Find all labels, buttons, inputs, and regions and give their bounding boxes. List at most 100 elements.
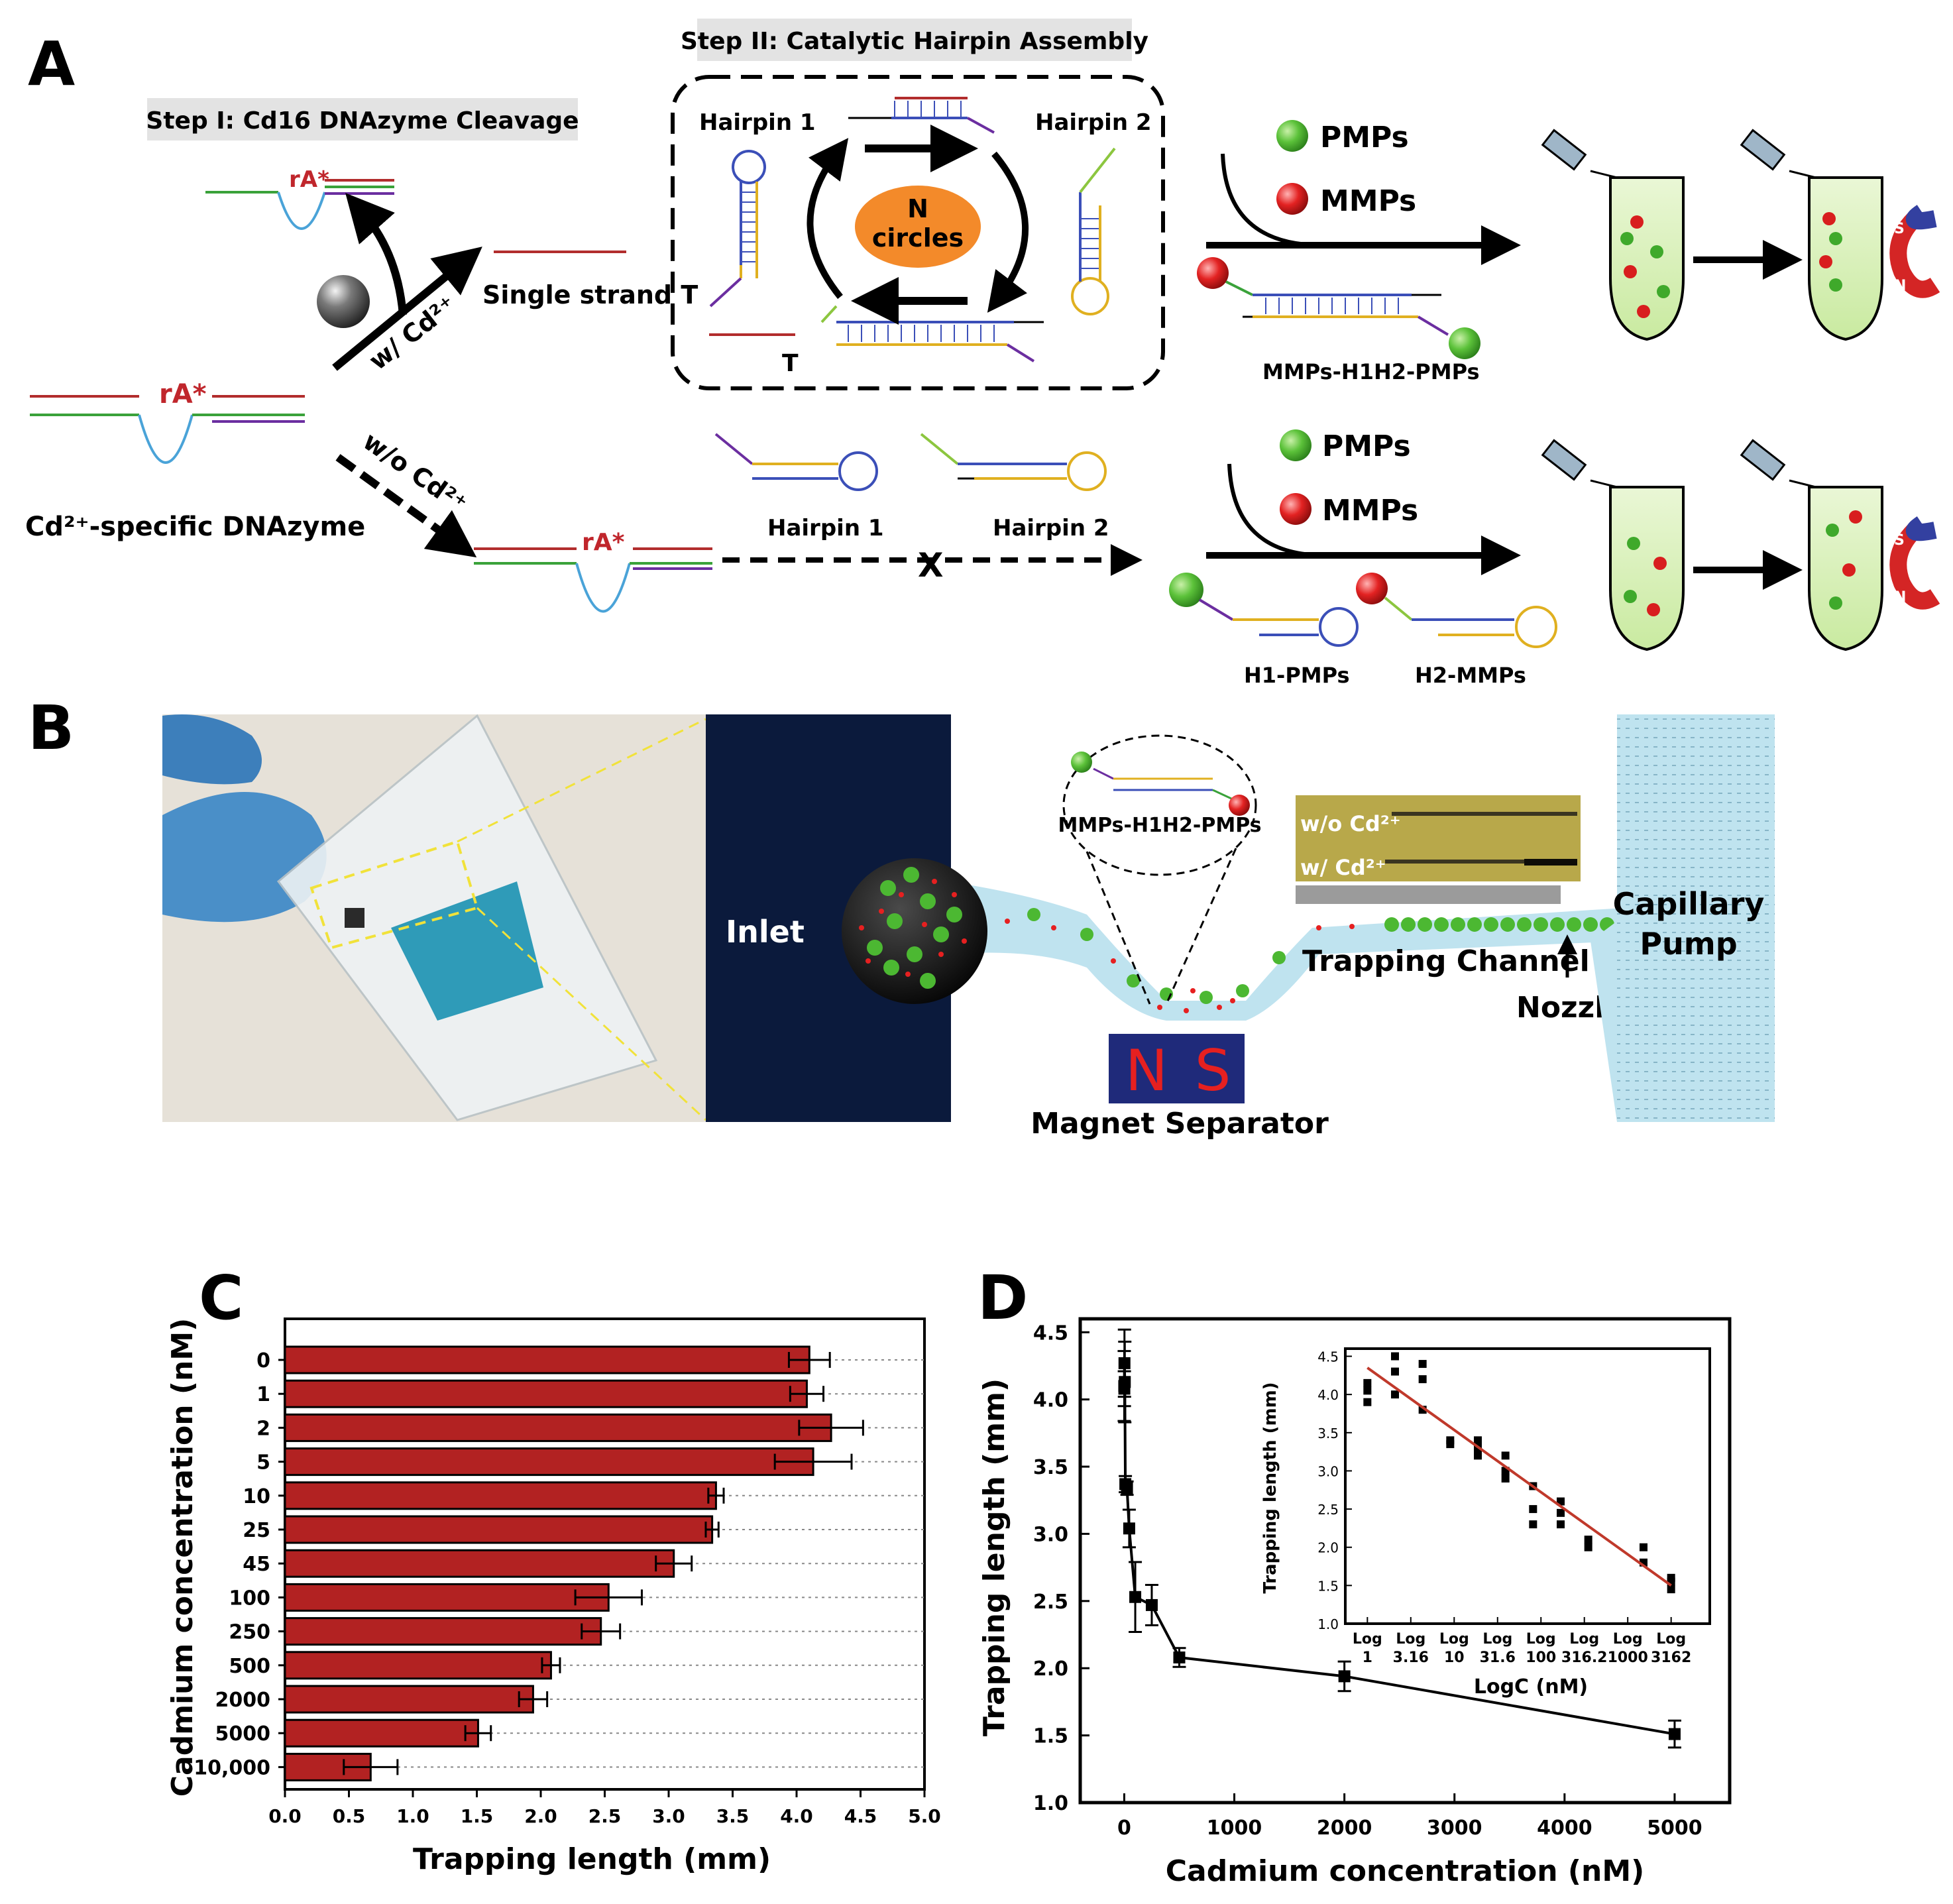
mmps-label-lower: MMPs	[1322, 494, 1418, 528]
chart-c-xtick-label: 5.0	[908, 1805, 941, 1827]
chart-d-ytick-label: 2.0	[1033, 1657, 1068, 1681]
complex-label-upper: MMPs-H1H2-PMPs	[1262, 359, 1480, 384]
chart-d-inset-ytick-label: 2.5	[1317, 1502, 1339, 1518]
capillary-line2: Pump	[1640, 926, 1737, 962]
chart-d-inset-xtick-bottom: 10	[1444, 1650, 1465, 1666]
chart-d-inset-fit-line	[1367, 1367, 1672, 1587]
chart-d-point	[1121, 1482, 1133, 1494]
inlet-sphere-particles	[859, 867, 967, 989]
chart-d-inset-xlabel: LogC (nM)	[1474, 1675, 1588, 1699]
chart-d-inset-ytick-label: 1.0	[1317, 1616, 1339, 1632]
channel-image-without-cd: w/o Cd²⁺	[1300, 811, 1401, 836]
chart-d-inset-ytick-label: 3.5	[1317, 1426, 1339, 1441]
channel-image-inset	[1296, 795, 1581, 881]
channel-image-trapped-segment	[1524, 859, 1577, 866]
cleave-curved-arrow	[345, 193, 407, 315]
chart-c-bar	[284, 1617, 602, 1646]
panel-d-letter: D	[977, 1262, 1028, 1333]
tube-upper-before	[1541, 129, 1685, 341]
chart-d-inset-xtick-top: Log	[1656, 1631, 1686, 1648]
chart-c-bar	[284, 1685, 534, 1714]
chart-d-point	[1668, 1728, 1681, 1740]
single-strand-label: Single strand T	[482, 280, 698, 309]
mmp-bead-upper	[1276, 183, 1308, 215]
step1-title: Step I: Cd16 DNAzyme Cleavage	[146, 107, 579, 135]
chart-c-bar	[284, 1549, 675, 1578]
chart-c-category-label: 0	[256, 1349, 270, 1372]
chart-d-inset-xtick-top: Log	[1613, 1631, 1643, 1648]
magnet-upper-n: N	[1894, 278, 1906, 294]
chart-d-ytick-label: 2.5	[1033, 1591, 1068, 1614]
magnet-n-letter: N	[1125, 1038, 1168, 1104]
chart-d-xtick-label: 0	[1117, 1817, 1131, 1840]
chart-c-bar	[284, 1718, 479, 1748]
chart-c-bar	[284, 1651, 552, 1680]
uncleaved-dnazyme	[474, 547, 712, 613]
cadmium-sphere	[317, 275, 370, 328]
chart-d-inset-point	[1391, 1352, 1399, 1361]
chart-c-category-label: 250	[229, 1621, 270, 1644]
chart-d-inset-point	[1584, 1536, 1592, 1544]
chart-d-xtick-label: 3000	[1427, 1817, 1482, 1840]
zoom-line-top	[457, 718, 706, 843]
chart-d-inset-point	[1501, 1474, 1510, 1483]
chart-c-xtick-label: 1.5	[461, 1805, 494, 1827]
chart-d-inset-point	[1640, 1543, 1647, 1551]
n-circles-line2: circles	[872, 223, 964, 252]
chart-c-category-label: 100	[229, 1587, 270, 1610]
chart-c-xtick-label: 3.5	[716, 1805, 750, 1827]
chart-c-bar	[284, 1379, 808, 1408]
trapped-beads	[1384, 917, 1614, 932]
chart-c-bar	[284, 1345, 810, 1374]
chart-c-xtick-label: 0.5	[333, 1805, 366, 1827]
chart-d-ylabel: Trapping length (mm)	[977, 1378, 1011, 1736]
h1-pmps-label: H1-PMPs	[1244, 663, 1350, 688]
chart-c-bar	[284, 1481, 717, 1510]
chart-c-category-label: 5	[256, 1451, 270, 1475]
chart-c-ylabel: Cadmium concentration (nM)	[166, 1318, 199, 1797]
cha-hairpin2-label: Hairpin 2	[1035, 109, 1152, 136]
chart-d-inset-xtick-bottom: 31.6	[1480, 1650, 1516, 1666]
without-cd-arrow	[335, 454, 477, 558]
chart-d-ytick-label: 4.0	[1033, 1389, 1068, 1412]
cha-dashed-box	[671, 75, 1165, 390]
chart-c-bar	[284, 1447, 814, 1477]
zoom-line-bottom	[476, 907, 707, 1121]
cha-bottom-complex	[820, 305, 1044, 363]
cha-hairpin2-shape	[1071, 147, 1116, 315]
panel-c-letter: C	[199, 1262, 244, 1333]
chart-d-inset-point	[1474, 1451, 1482, 1460]
panel-a: A Step I: Cd16 DNAzyme Cleavage Step II:…	[25, 19, 1940, 688]
chart-d-inset-xtick-top: Log	[1569, 1631, 1599, 1648]
pmp-bead-upper	[1276, 120, 1308, 152]
chart-c-category-label: 10	[243, 1485, 270, 1508]
chart-c-xtick-label: 1.0	[396, 1805, 429, 1827]
chart-d-inset-xtick-top: Log	[1396, 1631, 1425, 1648]
chart-d-xtick-label: 5000	[1647, 1817, 1702, 1840]
channel-image-base	[1296, 885, 1561, 904]
chart-d-inset-xtick-bottom: 100	[1526, 1650, 1556, 1666]
zoom-complex	[1071, 752, 1250, 816]
panel-a-letter: A	[28, 28, 75, 99]
chart-d-inset-point	[1363, 1378, 1372, 1387]
step2-title: Step II: Catalytic Hairpin Assembly	[681, 28, 1148, 55]
cycle-arrow-left	[807, 138, 849, 300]
chart-d-inset-point	[1667, 1585, 1675, 1594]
step2-title-box	[697, 19, 1132, 61]
ra-label-main: rA*	[159, 379, 207, 410]
mmp-bead-lower	[1280, 493, 1311, 525]
chart-c-category-label: 45	[243, 1553, 270, 1576]
mmps-label-upper: MMPs	[1320, 184, 1416, 218]
panel-b: B Inlet	[28, 693, 1775, 1141]
pmp-bead-lower	[1280, 429, 1311, 461]
pmps-label-upper: PMPs	[1320, 121, 1409, 154]
chart-d-ytick-label: 1.0	[1033, 1792, 1068, 1815]
ra-label-lower: rA*	[582, 529, 625, 556]
chart-d-inset-point	[1446, 1436, 1455, 1445]
channel-image-with-cd: w/ Cd²⁺	[1300, 855, 1386, 880]
chart-d-inset-point	[1501, 1451, 1510, 1460]
